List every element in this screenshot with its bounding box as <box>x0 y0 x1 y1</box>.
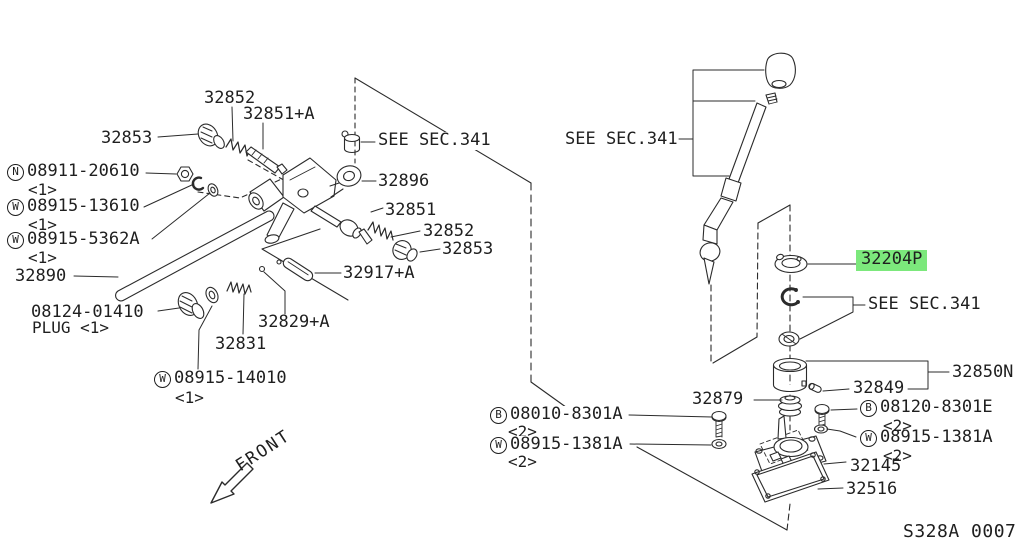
cap-32853-top-drawing <box>197 123 225 149</box>
bolt-08120-drawing <box>814 403 830 429</box>
prefix-b-icon: B <box>860 400 877 417</box>
label-32852-mid: 32852 <box>423 221 475 241</box>
prefix-b-icon: B <box>490 407 507 424</box>
qty-washer-1381-left: <2> <box>508 452 537 471</box>
washer-5362-drawing <box>207 183 219 197</box>
qty-bolt-08010: <2> <box>508 422 537 441</box>
washer-see-sec-drawing <box>778 331 800 347</box>
label-32829a: 32829+A <box>258 312 330 332</box>
snap-ring-13610-drawing <box>191 176 205 191</box>
stud-32851a-drawing <box>245 146 288 175</box>
label-see-sec-right: SEE SEC.341 <box>868 294 981 314</box>
spring-32852-top-drawing <box>225 138 252 157</box>
association-lines <box>197 77 791 531</box>
label-32851: 32851 <box>385 200 437 220</box>
label-32853-mid: 32853 <box>442 239 494 259</box>
qty-washer-14010: <1> <box>175 388 204 407</box>
gasket-32516-drawing <box>751 451 830 503</box>
label-32850n: 32850N <box>952 362 1014 382</box>
rod-32890-drawing <box>115 210 275 302</box>
label-32204p-highlighted: 32204P <box>856 250 928 271</box>
qty-bolt-08120: <2> <box>883 416 912 435</box>
prefix-w-icon: W <box>490 437 507 454</box>
label-see-sec-top: SEE SEC.341 <box>565 129 678 149</box>
label-32853-top: 32853 <box>101 128 153 148</box>
prefix-w-icon: W <box>7 199 24 216</box>
spring-32831-drawing <box>226 281 252 295</box>
qty-washer-5362: <1> <box>28 248 57 267</box>
leader-lines <box>73 69 950 490</box>
label-08124-plug: PLUG <1> <box>32 318 110 337</box>
seat-32204p-drawing <box>774 253 808 274</box>
lever-thread-drawing <box>765 92 778 105</box>
diagram-code: S328A 0007 <box>903 521 1017 542</box>
prefix-w-icon: W <box>154 371 171 388</box>
label-32879: 32879 <box>692 389 744 409</box>
pin-32851-drawing <box>310 205 373 245</box>
label-32831: 32831 <box>215 334 267 354</box>
plug-08124-drawing <box>177 292 205 319</box>
prefix-n-icon: N <box>7 164 24 181</box>
washer-14010-drawing <box>205 286 219 304</box>
bracket-32896-drawing <box>248 157 362 244</box>
label-32852-top: 32852 <box>204 88 256 108</box>
rod-32917-drawing <box>276 257 314 282</box>
pin-32849-drawing <box>808 382 822 393</box>
label-08124: 08124-01410 <box>31 302 144 322</box>
shift-lever-shaft-drawing <box>699 102 767 285</box>
washer-1381-right-drawing <box>813 424 829 434</box>
shift-knob-drawing <box>765 52 796 89</box>
front-arrow <box>210 462 254 504</box>
washer-1381-left-drawing <box>711 438 727 450</box>
label-32890: 32890 <box>15 266 67 286</box>
prefix-w-icon: W <box>7 232 24 249</box>
spring-32852-mid-drawing <box>367 221 394 241</box>
nut-08911-drawing <box>176 166 194 182</box>
cap-32853-mid-drawing <box>392 240 418 262</box>
label-32516: 32516 <box>846 479 898 499</box>
label-see-sec-mid: SEE SEC.341 <box>377 130 492 150</box>
label-32145: 32145 <box>850 456 902 476</box>
qty-washer-1381-right: <2> <box>883 446 912 465</box>
holder-32850n-drawing <box>772 357 808 393</box>
label-32896: 32896 <box>378 171 430 191</box>
qty-washer-13610: <1> <box>28 215 57 234</box>
label-32849: 32849 <box>852 378 906 398</box>
label-32851a: 32851+A <box>243 104 315 124</box>
label-32917a: 32917+A <box>343 263 415 283</box>
snap-ring-see-sec-drawing <box>780 287 800 307</box>
qty-nut-08911: <1> <box>28 180 57 199</box>
prefix-w-icon: W <box>860 430 877 447</box>
bolt-08010-drawing <box>711 410 727 438</box>
boot-32879-drawing <box>777 395 803 417</box>
pin-32829-drawing <box>258 265 266 273</box>
bushing-see-sec-drawing <box>341 130 361 154</box>
